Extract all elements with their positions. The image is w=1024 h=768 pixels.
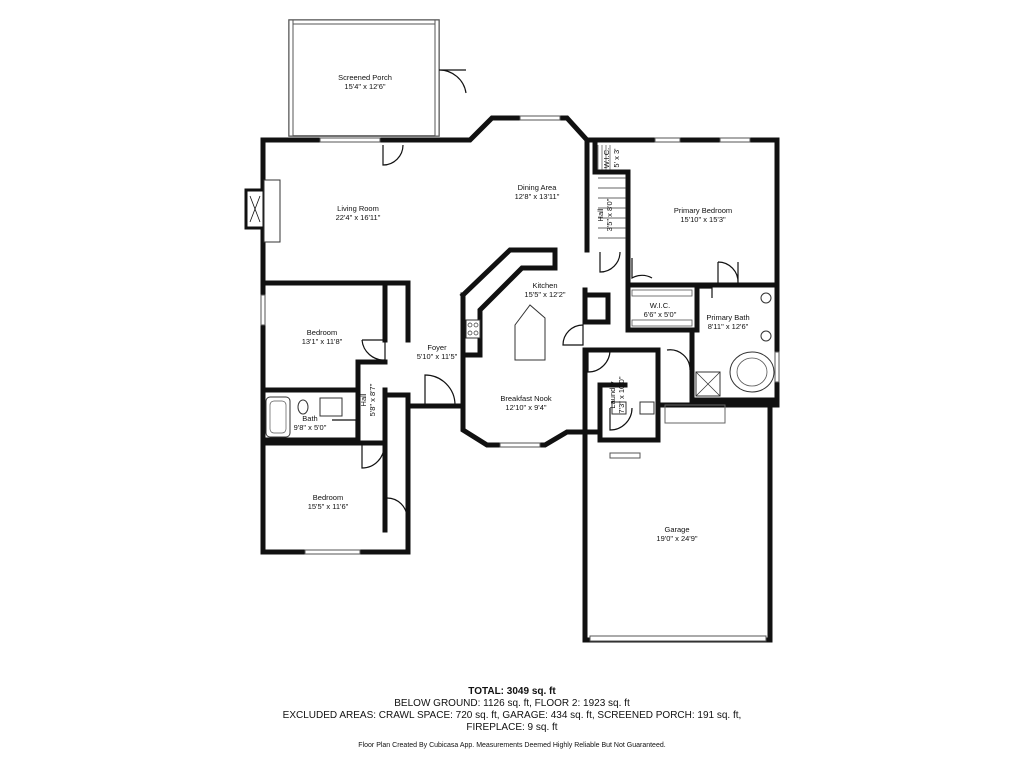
primary-bath-name: Primary Bath — [706, 313, 749, 322]
laundry-name: Laundry — [608, 381, 617, 408]
breakfast-nook-name: Breakfast Nook — [500, 394, 552, 403]
foyer-dims: 5'10" x 11'5" — [417, 352, 458, 361]
wic-primary-name: W.I.C. — [650, 301, 670, 310]
primary-bath-dims: 8'11" x 12'6" — [708, 322, 749, 331]
doors — [332, 144, 739, 519]
kitchen-name: Kitchen — [532, 281, 557, 290]
wic-small-dims: 5' x 3' — [612, 148, 621, 168]
dining-area-name: Dining Area — [518, 183, 558, 192]
screened-porch-name: Screened Porch — [338, 73, 392, 82]
fixtures — [265, 145, 775, 438]
kitchen-dims: 15'5" x 12'2" — [524, 290, 565, 299]
fireplace-area: FIREPLACE: 9 sq. ft — [466, 722, 558, 733]
hall-lower-dims: 5'8" x 8'7" — [368, 383, 377, 416]
primary-bedroom-dims: 15'10" x 15'3" — [680, 215, 726, 224]
garage-dims: 19'0" x 24'9" — [656, 534, 697, 543]
garage-name: Garage — [664, 525, 689, 534]
hall-upper-dims: 3'5" x 8'0" — [605, 198, 614, 231]
bedroom-2-name: Bedroom — [313, 493, 343, 502]
disclaimer: Floor Plan Created By Cubicasa App. Meas… — [358, 742, 666, 749]
bedroom-2-dims: 15'5" x 11'6" — [308, 502, 349, 511]
living-room-dims: 22'4" x 16'11" — [336, 213, 381, 222]
floor-plan: Screened Porch 15'4" x 12'6" Living Room… — [244, 19, 780, 643]
breakfast-nook-dims: 12'10" x 9'4" — [505, 403, 546, 412]
excluded-areas: EXCLUDED AREAS: CRAWL SPACE: 720 sq. ft,… — [282, 710, 742, 721]
screened-porch-walls — [288, 19, 467, 137]
wic-primary-dims: 6'6" x 5'0" — [644, 310, 677, 319]
laundry-dims: 7'3" x 10'0" — [617, 376, 626, 413]
total-area: TOTAL: 3049 sq. ft — [468, 686, 556, 697]
screened-porch-dims: 15'4" x 12'6" — [344, 82, 385, 91]
bedroom-1-dims: 13'1" x 11'8" — [302, 337, 343, 346]
room-labels: Screened Porch 15'4" x 12'6" Living Room… — [294, 73, 750, 543]
fireplace — [244, 179, 281, 243]
windows — [260, 115, 780, 642]
living-room-name: Living Room — [337, 204, 379, 213]
primary-bedroom-name: Primary Bedroom — [674, 206, 732, 215]
hall-upper-name: Hall — [596, 208, 605, 221]
foyer-name: Foyer — [427, 343, 447, 352]
bedroom-1-name: Bedroom — [307, 328, 337, 337]
hall-lower-name: Hall — [359, 393, 368, 406]
bath-name: Bath — [302, 414, 317, 423]
wic-small-name: W.I.C. — [602, 148, 611, 168]
dining-area-dims: 12'8" x 13'11" — [515, 192, 560, 201]
area-breakdown: BELOW GROUND: 1126 sq. ft, FLOOR 2: 1923… — [394, 698, 630, 709]
bath-dims: 9'8" x 5'0" — [294, 423, 327, 432]
